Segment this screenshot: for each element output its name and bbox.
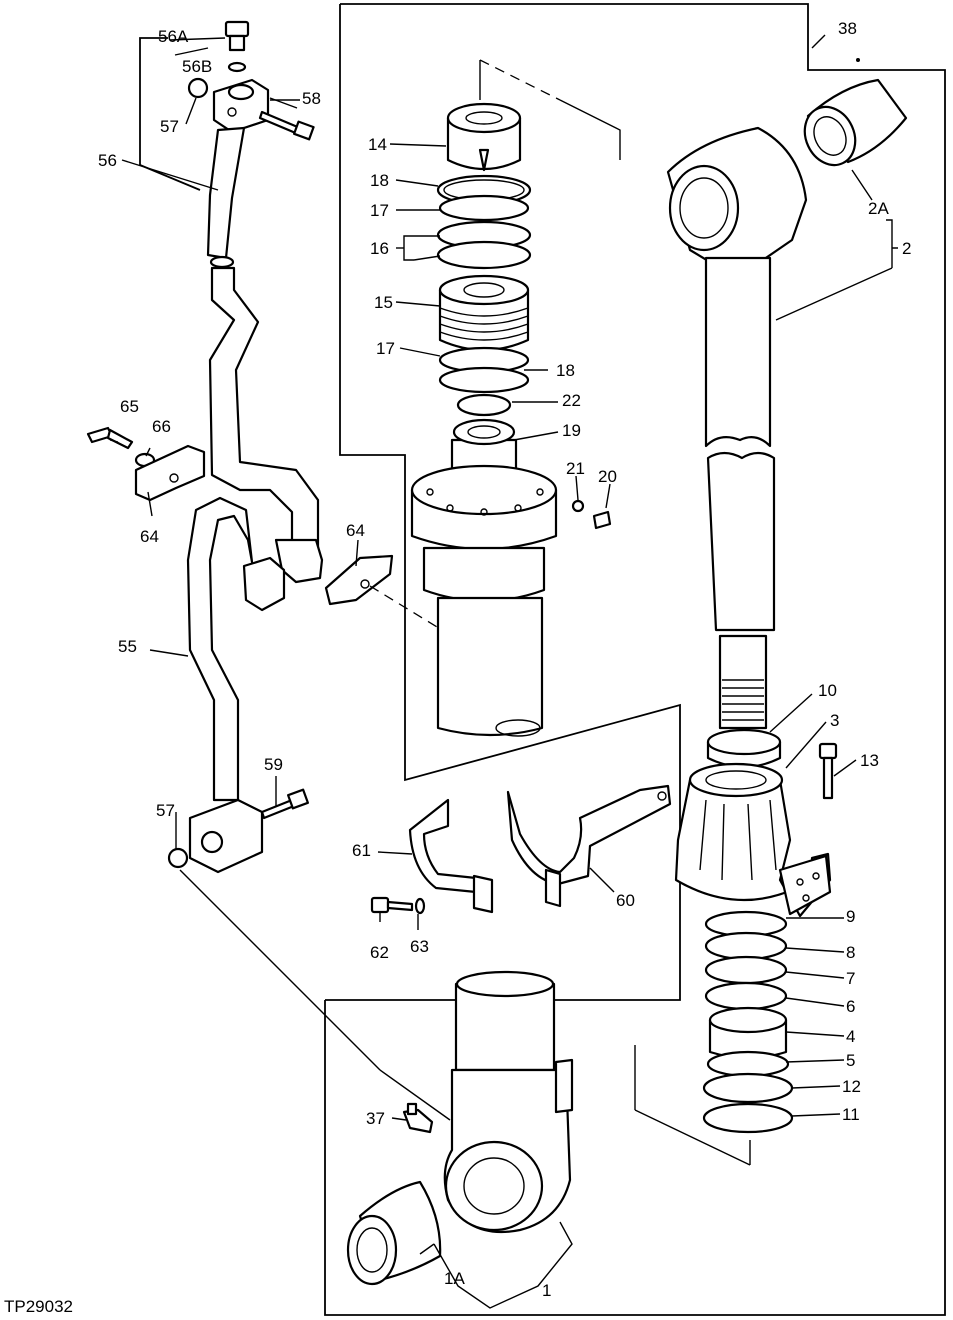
callout-37: 37	[366, 1109, 385, 1128]
clamp-61	[408, 798, 494, 914]
callout-18-bottom: 18	[556, 361, 575, 380]
callout-57-top: 57	[160, 117, 179, 136]
callout-59: 59	[264, 755, 283, 774]
piston-stack	[410, 102, 612, 737]
cylinder-frame-outline	[324, 3, 946, 1316]
figure-id: TP29032	[4, 1297, 73, 1316]
leader-lines	[109, 34, 898, 1309]
callout-64-left: 64	[140, 527, 159, 546]
bolt-62-washer-63	[370, 896, 426, 915]
callout-17-bottom: 17	[376, 339, 395, 358]
callout-17-top: 17	[370, 201, 389, 220]
clamp-60	[506, 784, 672, 908]
callout-62: 62	[370, 943, 389, 962]
seal-stack	[702, 910, 794, 1134]
callout-58: 58	[302, 89, 321, 108]
callout-18-top: 18	[370, 171, 389, 190]
callout-22: 22	[562, 391, 581, 410]
callout-61: 61	[352, 841, 371, 860]
callout-4: 4	[846, 1027, 855, 1046]
callout-55: 55	[118, 637, 137, 656]
callout-5: 5	[846, 1051, 855, 1070]
callout-38: 38	[838, 19, 857, 38]
callout-16: 16	[370, 239, 389, 258]
callout-7: 7	[846, 969, 855, 988]
callout-57-bottom: 57	[156, 801, 175, 820]
callout-11: 11	[842, 1105, 860, 1124]
callout-labels: 38 56A 56B 57 58 56 14 18 17 16 15 17 18…	[4, 19, 911, 1316]
callout-56A: 56A	[158, 27, 189, 46]
callout-66: 66	[152, 417, 171, 436]
callout-63: 63	[410, 937, 429, 956]
barrel-1	[346, 970, 574, 1286]
callout-56: 56	[98, 151, 117, 170]
callout-15: 15	[374, 293, 393, 312]
callout-2A: 2A	[868, 199, 889, 218]
callout-14: 14	[368, 135, 387, 154]
callout-13: 13	[860, 751, 879, 770]
callout-10: 10	[818, 681, 837, 700]
rod-assembly-2	[666, 78, 908, 730]
callout-6: 6	[846, 997, 855, 1016]
callout-21: 21	[566, 459, 585, 478]
rod-guide-3	[674, 728, 838, 918]
callout-64-right: 64	[346, 521, 365, 540]
clamp-64-right	[274, 538, 394, 606]
callout-3: 3	[830, 711, 839, 730]
callout-19: 19	[562, 421, 581, 440]
callout-65: 65	[120, 397, 139, 416]
callout-8: 8	[846, 943, 855, 962]
callout-9: 9	[846, 907, 855, 926]
alignment-lines	[179, 59, 751, 1166]
callout-2: 2	[902, 239, 911, 258]
callout-1: 1	[542, 1281, 551, 1300]
callout-20: 20	[598, 467, 617, 486]
clamp-64-left	[86, 426, 206, 502]
tube-55	[167, 496, 310, 874]
hose-56-assembly	[139, 20, 320, 562]
callout-1A: 1A	[444, 1269, 465, 1288]
callout-56B: 56B	[182, 57, 212, 76]
callout-12: 12	[842, 1077, 861, 1096]
callout-60: 60	[616, 891, 635, 910]
